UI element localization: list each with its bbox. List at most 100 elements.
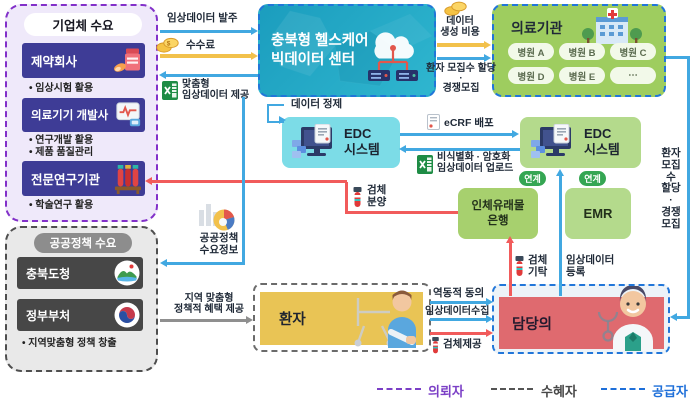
label-ecrf: eCRF 배포 <box>444 117 494 129</box>
label-sample-provide: 검체제공 <box>443 338 482 350</box>
hospital-c-pill: 병원 C <box>610 43 656 60</box>
hospital-e-pill: 병원 E <box>559 67 605 84</box>
node-biobank: 인체유래물 은행 <box>458 188 538 239</box>
bigdata-center-title: 충북형 헬스케어 빅데이터 센터 <box>271 33 369 68</box>
research-institute-label: 전문연구기관 <box>31 173 101 187</box>
legend-client: 의뢰자 <box>428 384 464 399</box>
arrow-custom-data <box>166 74 258 77</box>
arrow-dynamic-consent <box>430 301 488 304</box>
label-sample-share: 검체 분양 <box>367 184 387 208</box>
arrowhead <box>484 40 491 49</box>
patient-icon <box>354 290 416 348</box>
excel-icon <box>162 81 178 100</box>
arrow-clinical-data-order <box>160 30 254 33</box>
doctor-title: 담당의 <box>512 316 553 333</box>
group-enterprise-demand: 기업체 수요 제약회사 • 임상시험 활용 의료기기 개발사 • 연구개발 활용 <box>5 4 158 222</box>
patient-title: 환자 <box>279 312 306 328</box>
node-bigdata-center: 충북형 헬스케어 빅데이터 센터 <box>258 4 436 97</box>
hospital-a-pill: 병원 A <box>508 43 554 60</box>
link-pill-biobank: 연계 <box>519 171 546 186</box>
label-data-cost: 데이터 생성 비용 <box>440 16 480 39</box>
document-icon <box>427 114 440 130</box>
label-fee: 수수료 <box>186 39 215 51</box>
taegeuk-logo-icon <box>114 302 140 328</box>
arrow-ecrf <box>400 133 514 136</box>
mountain-logo-icon <box>114 260 140 286</box>
arrow-data-cost <box>437 43 486 47</box>
line-recruit-right-h1 <box>666 56 690 59</box>
node-chungbuk-province: 충북도청 <box>17 257 143 289</box>
line-sample-deposit <box>509 242 512 296</box>
node-government-ministry: 정부부처 <box>17 299 143 331</box>
arrow-policy-benefit <box>160 319 248 322</box>
legend-beneficiary: 수혜자 <box>541 384 577 399</box>
coins-icon: $ <box>156 37 179 53</box>
arrowhead <box>486 329 493 337</box>
pharma-note: • 임상시험 활용 <box>29 83 94 94</box>
arrowhead <box>159 71 166 79</box>
arrowhead <box>506 236 514 243</box>
coins-icon <box>444 1 467 16</box>
loop-data-cleansing <box>267 104 284 123</box>
enterprise-demand-title: 기업체 수요 <box>24 13 142 36</box>
arrowhead <box>160 259 167 267</box>
line-policy-info-h <box>167 262 245 265</box>
arrowhead <box>145 177 152 185</box>
test-tube-icon <box>515 256 524 276</box>
arrowhead <box>399 145 406 153</box>
line-recruit-right-h2 <box>677 316 690 319</box>
node-emr: EMR <box>565 188 631 239</box>
test-tubes-rack-icon <box>114 164 142 194</box>
label-custom-data: 맞춤형 임상데이터 제공 <box>182 79 250 102</box>
biobank-title: 인체유래물 은행 <box>471 200 525 227</box>
arrowhead <box>484 54 491 62</box>
hospital-more-pill: ⋯ <box>610 67 656 84</box>
arrowhead <box>251 27 258 35</box>
cloud-server-icon <box>368 32 418 81</box>
line-policy-info-v <box>242 97 245 265</box>
line-sample-share-v <box>345 182 348 214</box>
node-doctor: 담당의 <box>492 284 670 354</box>
node-pharma-company: 제약회사 <box>22 43 145 78</box>
label-data-register: 임상데이터 등록 <box>566 254 615 278</box>
emr-title: EMR <box>583 206 613 221</box>
hospital-icon <box>582 8 642 44</box>
line-recruit-right-v <box>687 56 690 319</box>
label-policy-benefit: 지역 맞춤형 정책적 혜택 제공 <box>174 293 244 316</box>
line-data-register <box>559 175 562 296</box>
arrow-sample-provide <box>430 332 488 335</box>
legend-dash-client <box>377 388 421 390</box>
hospital-b-pill: 병원 B <box>559 43 605 60</box>
label-sample-deposit: 검체 기탁 <box>528 254 548 278</box>
computer-icon <box>292 124 332 158</box>
legend-supplier: 공급자 <box>652 384 688 399</box>
node-device-developer: 의료기기 개발사 <box>22 98 145 132</box>
arrow-upload <box>406 148 520 151</box>
label-dynamic-consent: 역동적 동의 <box>433 287 485 299</box>
line-sample-share-h1 <box>347 211 458 214</box>
edc-center-title: EDC 시스템 <box>344 126 380 157</box>
doctor-icon <box>597 286 653 351</box>
label-data-collect: 임상데이터수집 <box>425 305 490 317</box>
node-research-institute: 전문연구기관 <box>22 161 145 196</box>
excel-icon <box>417 155 433 174</box>
pharma-company-label: 제약회사 <box>31 55 78 69</box>
line-sample-share-h2 <box>152 180 347 183</box>
arrowhead <box>512 130 519 138</box>
node-edc-system-hospital: EDC 시스템 <box>520 117 641 168</box>
research-institute-note: • 학술연구 활용 <box>29 200 94 211</box>
government-ministry-label: 정부부처 <box>26 308 71 323</box>
pill-bottle-icon <box>114 48 140 72</box>
chungbuk-province-label: 충북도청 <box>26 266 71 281</box>
node-medical-institutions: 의료기관 병원 A 병원 B 병원 C 병원 D 병원 E ⋯ <box>492 4 666 97</box>
arrowhead <box>246 316 253 324</box>
public-policy-title: 공공정책 수요 <box>34 233 132 253</box>
edc-hospital-title: EDC 시스템 <box>584 126 620 157</box>
device-developer-label: 의료기기 개발사 <box>31 110 109 122</box>
arrowhead <box>486 298 493 306</box>
hospital-d-pill: 병원 D <box>508 67 554 84</box>
medical-institutions-title: 의료기관 <box>511 20 563 36</box>
label-recruit-right: 환자 모집수 할당 · 경쟁 모집 <box>661 147 681 230</box>
label-recruit-allocation: 환자 모집수 할당 · 경쟁모집 <box>426 63 496 94</box>
